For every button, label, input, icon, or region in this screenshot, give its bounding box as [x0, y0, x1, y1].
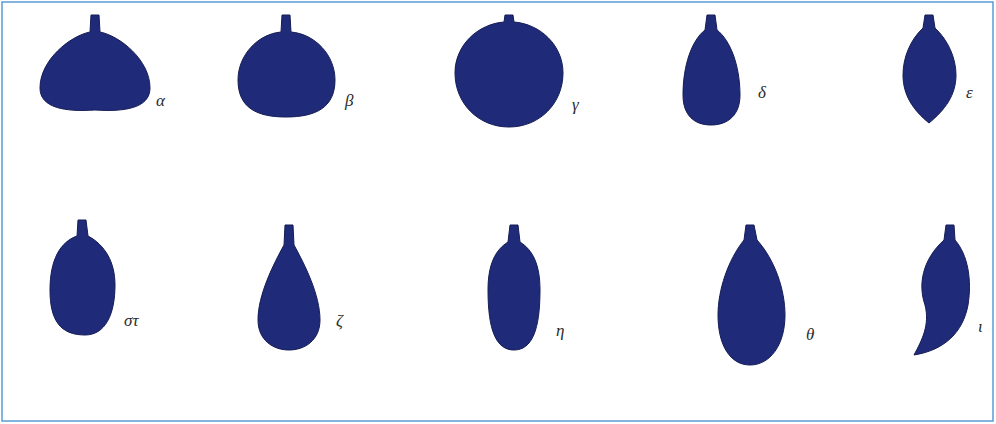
berry-shape: [683, 15, 740, 125]
shape-letter: δ: [758, 84, 766, 101]
berry-shape: [40, 15, 150, 110]
shape-letter: ι: [978, 318, 983, 335]
berry-shape: [903, 15, 956, 123]
berry-shape: [258, 225, 320, 350]
shape-letter: στ: [124, 312, 138, 329]
shape-letter: β: [345, 92, 353, 109]
shape-letter: α: [156, 92, 165, 109]
berry-shape: [914, 225, 969, 355]
shape-letter: γ: [572, 96, 579, 113]
berry-shape: [50, 220, 115, 335]
shape-letter: ε: [966, 84, 973, 101]
shape-letter: ζ: [336, 312, 343, 329]
shape-letter: η: [556, 322, 564, 339]
berry-shape: [488, 225, 540, 350]
berry-shape: [455, 15, 563, 127]
berry-shape: [718, 225, 785, 365]
shape-letter: θ: [806, 326, 814, 343]
berry-shape: [238, 15, 335, 117]
